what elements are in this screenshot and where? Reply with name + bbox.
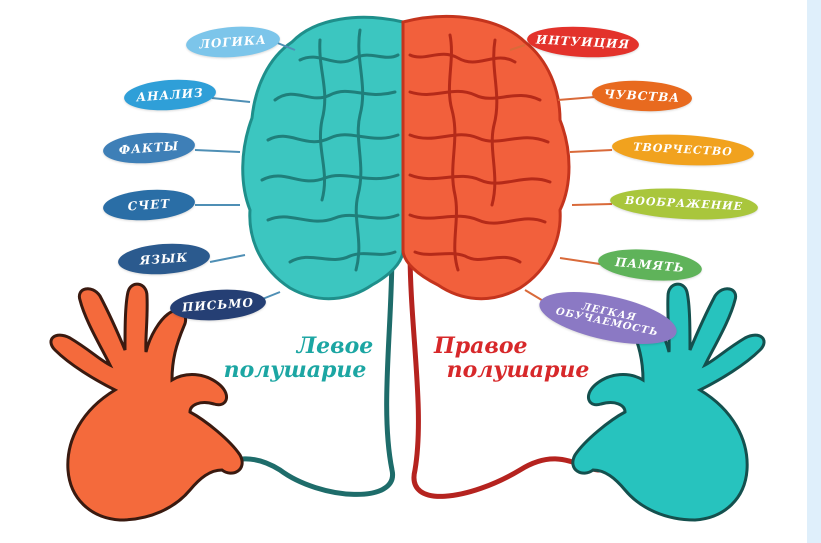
right-label-line2: полушарие <box>428 358 608 382</box>
left-brain-hemisphere <box>243 17 403 298</box>
left-label-line2: полушарие <box>205 358 385 382</box>
left-hemisphere-label: Левое полушарие <box>205 334 385 382</box>
right-hemisphere-label: Правое полушарие <box>428 334 608 382</box>
right-label-line1: Правое <box>428 334 608 358</box>
right-brain-hemisphere <box>403 16 569 298</box>
left-label-line1: Левое <box>205 334 385 358</box>
